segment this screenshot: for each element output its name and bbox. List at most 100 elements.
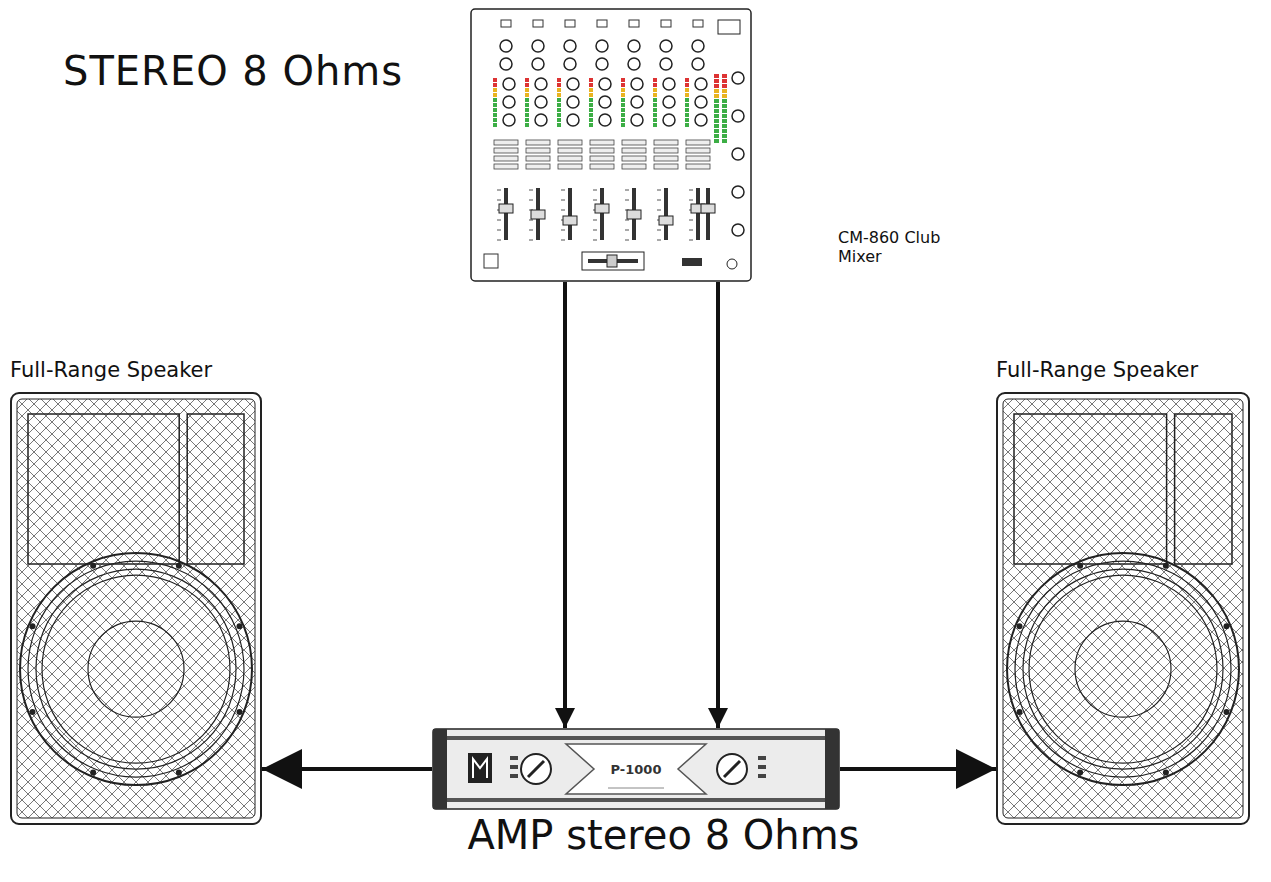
drawing-rect [758, 756, 766, 760]
drawing-rect [494, 140, 518, 145]
drawing-rect [722, 89, 727, 93]
speaker-cabinet: Full-Range Speaker [10, 392, 262, 825]
device-label: AMP stereo 8 Ohms [467, 812, 859, 858]
drawing-rect [714, 89, 719, 93]
drawing-circle [732, 224, 744, 236]
drawing-rect [493, 113, 497, 117]
drawing-rect [589, 103, 593, 107]
drawing-circle [599, 114, 611, 126]
drawing-line [657, 230, 661, 231]
drawing-rect [525, 113, 529, 117]
drawing-circle [1077, 770, 1083, 776]
drawing-rect [629, 20, 639, 27]
drawing-circle [717, 754, 747, 784]
drawing-circle [631, 96, 643, 108]
drawing-line [657, 200, 661, 201]
drawing-line [608, 788, 664, 789]
drawing-rect [714, 99, 719, 103]
drawing-rect [621, 88, 625, 92]
drawing-rect [653, 118, 657, 122]
drawing-line [689, 220, 693, 221]
drawing-rect [525, 123, 529, 127]
drawing-circle [236, 623, 242, 629]
drawing-circle [663, 96, 675, 108]
drawing-circle [20, 553, 252, 785]
drawing-circle [1223, 623, 1229, 629]
drawing-rect [997, 393, 1249, 824]
drawing-rect [589, 93, 593, 97]
drawing-rect [17, 399, 255, 818]
drawing-rect [557, 103, 561, 107]
drawing-rect [493, 108, 497, 112]
drawing-rect [557, 108, 561, 112]
drawing-rect [621, 83, 625, 87]
drawing-rect [510, 765, 518, 769]
drawing-line [657, 190, 661, 191]
drawing-circle [628, 40, 640, 52]
drawing-rect [714, 124, 719, 128]
drawing-rect [722, 79, 727, 83]
drawing-circle [695, 114, 707, 126]
drawing-circle [1223, 709, 1229, 715]
drawing-rect [685, 118, 689, 122]
drawing-rect [493, 93, 497, 97]
drawing-rect [722, 104, 727, 108]
drawing-rect [557, 98, 561, 102]
drawing-circle [695, 96, 707, 108]
drawing-rect [664, 188, 668, 240]
drawing-rect [714, 94, 719, 98]
drawing-rect [526, 140, 550, 145]
drawing-line [689, 230, 693, 231]
drawing-circle [1029, 575, 1217, 763]
drawing-circle [1015, 561, 1231, 777]
drawing-rect [589, 108, 593, 112]
drawing-circle [236, 709, 242, 715]
drawing-line [657, 240, 661, 241]
drawing-line [593, 240, 597, 241]
drawing-rect [622, 140, 646, 145]
drawing-line [625, 190, 629, 191]
drawing-line [593, 190, 597, 191]
drawing-rect [718, 20, 740, 34]
drawing-rect [714, 139, 719, 143]
drawing-circle [88, 621, 184, 717]
drawing-circle [663, 114, 675, 126]
drawing-circle [599, 78, 611, 90]
drawing-line [528, 761, 544, 777]
drawing-rect [714, 114, 719, 118]
drawing-rect [627, 210, 641, 219]
drawing-line [497, 230, 501, 231]
drawing-line [625, 220, 629, 221]
drawing-rect [607, 255, 617, 267]
drawing-rect [714, 109, 719, 113]
drawing-rect [526, 156, 550, 161]
drawing-rect [722, 119, 727, 123]
drawing-circle [503, 96, 515, 108]
drawing-circle [503, 78, 515, 90]
drawing-circle [564, 40, 576, 52]
drawing-rect [722, 134, 727, 138]
speaker-cabinet: Full-Range Speaker [996, 392, 1250, 825]
drawing-circle [1017, 709, 1023, 715]
drawing-circle [30, 623, 36, 629]
drawing-rect [558, 140, 582, 145]
drawing-circle [692, 58, 704, 70]
drawing-rect [653, 108, 657, 112]
drawing-rect [433, 729, 447, 809]
drawing-rect [493, 78, 497, 82]
drawing-rect [621, 123, 625, 127]
drawing-rect [510, 774, 518, 778]
drawing-circle [532, 40, 544, 52]
drawing-circle [36, 569, 236, 769]
drawing-rect [685, 113, 689, 117]
drawing-circle [500, 58, 512, 70]
drawing-line [625, 200, 629, 201]
drawing-circle [660, 40, 672, 52]
drawing-circle [30, 709, 36, 715]
drawing-rect [622, 164, 646, 169]
drawing-rect [622, 156, 646, 161]
signal-arrow [563, 282, 567, 728]
drawing-rect [685, 98, 689, 102]
drawing-rect [714, 134, 719, 138]
drawing-rect [653, 103, 657, 107]
